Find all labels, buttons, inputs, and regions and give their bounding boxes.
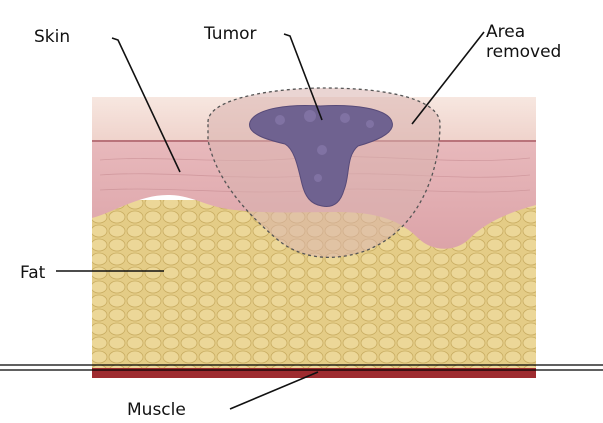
- label-muscle: Muscle: [127, 400, 186, 420]
- label-area-removed: Area removed: [486, 22, 561, 62]
- label-skin: Skin: [34, 27, 70, 47]
- label-area-line1: Area: [486, 22, 561, 42]
- label-fat: Fat: [20, 263, 45, 283]
- label-tumor: Tumor: [204, 24, 257, 44]
- label-area-line2: removed: [486, 42, 561, 62]
